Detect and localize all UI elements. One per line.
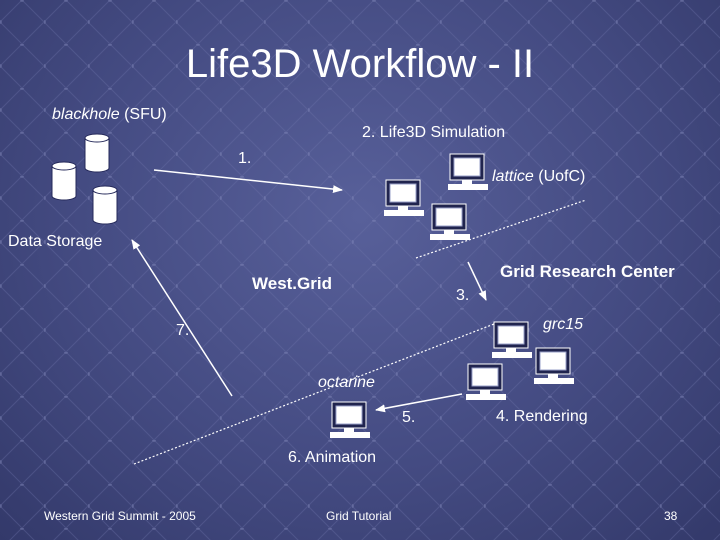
grc15-label: grc15 xyxy=(543,316,584,333)
database-icon xyxy=(92,185,118,225)
dotted-boundary-upper xyxy=(415,199,587,259)
lattice-label: lattice (UofC) xyxy=(492,168,585,186)
database-icon xyxy=(84,133,110,173)
computer-icon xyxy=(329,401,371,439)
arrow-step5 xyxy=(375,393,463,413)
grid-research-center-label: Grid Research Center xyxy=(500,262,675,281)
slide-title: Life3D Workflow - II xyxy=(185,42,535,86)
step7-label: 7. xyxy=(176,322,190,339)
database-icon xyxy=(51,161,77,201)
step4-label: 4. Rendering xyxy=(496,408,588,425)
step5-label: 5. xyxy=(402,409,416,426)
arrow-step3 xyxy=(467,261,487,301)
computer-icon xyxy=(491,321,533,359)
lattice-name: lattice xyxy=(492,168,534,185)
footer-center: Grid Tutorial xyxy=(326,509,392,523)
lattice-location: (UofC) xyxy=(538,168,586,185)
computer-icon xyxy=(447,153,489,191)
computer-icon xyxy=(465,363,507,401)
step6-label: 6. Animation xyxy=(288,449,377,466)
computer-icon xyxy=(533,347,575,385)
dotted-boundary-lower xyxy=(133,323,495,465)
footer-left: Western Grid Summit - 2005 xyxy=(44,509,196,523)
arrow-step1 xyxy=(153,169,343,194)
step3-label: 3. xyxy=(456,287,470,304)
page-number: 38 xyxy=(664,509,678,523)
computer-icon xyxy=(383,179,425,217)
computer-icon xyxy=(429,203,471,241)
step2-label: 2. Life3D Simulation xyxy=(362,124,506,141)
westgrid-label: West.Grid xyxy=(252,274,332,293)
blackhole-location: (SFU) xyxy=(124,106,167,123)
data-storage-label: Data Storage xyxy=(8,233,103,250)
blackhole-name: blackhole xyxy=(52,106,120,123)
step1-label: 1. xyxy=(238,150,252,167)
arrow-step7 xyxy=(131,239,233,397)
blackhole-label: blackhole (SFU) xyxy=(52,106,167,124)
